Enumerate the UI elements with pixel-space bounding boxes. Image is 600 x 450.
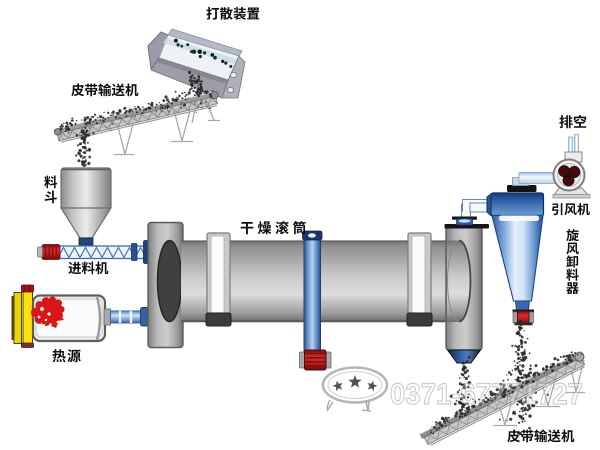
svg-text:0371-67771727: 0371-67771727 bbox=[390, 378, 583, 411]
